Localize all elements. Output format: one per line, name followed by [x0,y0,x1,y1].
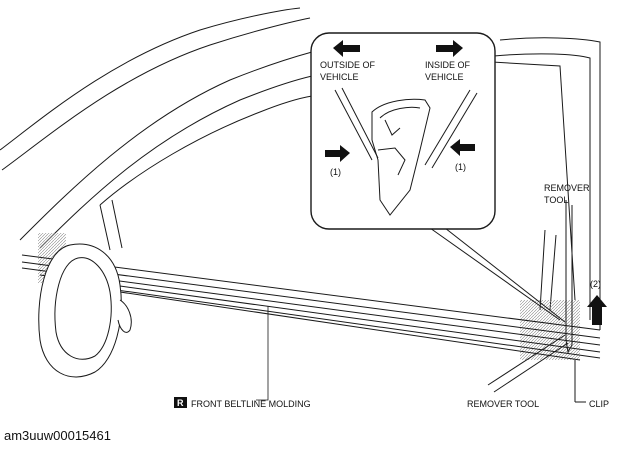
front-beltline-molding-badge: R [177,398,184,408]
arrow-right-inside-icon [436,40,463,57]
arrow-right-step1-icon [325,145,350,162]
label-clip: CLIP [589,399,609,409]
label-remover-tool-top-line2: TOOL [544,195,568,205]
arrow-left-step1-icon [450,139,475,156]
label-step1-left: (1) [330,167,341,177]
vehicle-body-outline [0,7,601,330]
label-front-beltline-molding: FRONT BELTLINE MOLDING [191,399,311,409]
label-step1-right: (1) [455,162,466,172]
front-beltline-molding-badge-box [174,397,187,408]
detail-callout: OUTSIDE OF VEHICLE INSIDE OF VEHICLE (1)… [310,32,566,323]
callout-frame [310,32,496,230]
label-remover-tool-bottom: REMOVER TOOL [467,399,539,409]
side-mirror [38,243,132,378]
label-step2: (2) [590,279,601,289]
label-inside-of-vehicle-line1: INSIDE OF [425,60,471,70]
remover-tool-right [487,200,586,403]
label-remover-tool-top-line1: REMOVER [544,183,590,193]
arrow-left-outside-icon [333,40,360,57]
reference-code: am3uuw00015461 [4,428,111,443]
label-outside-of-vehicle-line2: VEHICLE [320,72,359,82]
arrow-up-step2-icon [587,295,607,325]
leader-beltline-molding [256,306,269,401]
callout-pointer [429,227,561,321]
label-inside-of-vehicle-line2: VEHICLE [425,72,464,82]
label-outside-of-vehicle-line1: OUTSIDE OF [320,60,376,70]
